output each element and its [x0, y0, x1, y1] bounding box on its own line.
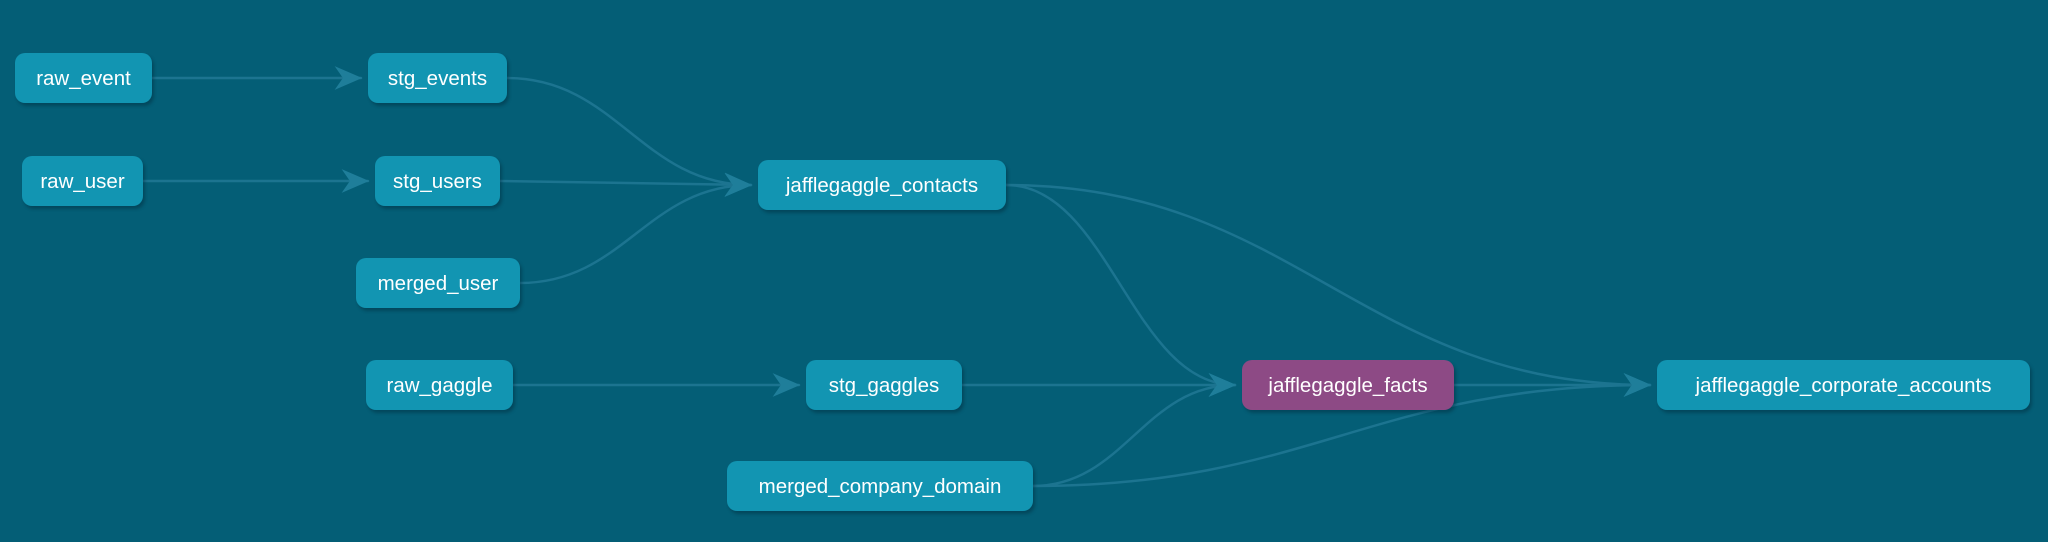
node-label: stg_events [388, 67, 487, 90]
node-label: raw_user [40, 170, 124, 193]
node-box[interactable] [1242, 360, 1454, 410]
node-box[interactable] [22, 156, 143, 206]
node-box[interactable] [1657, 360, 2030, 410]
node-raw_user[interactable]: raw_user [22, 156, 143, 206]
node-stg_users[interactable]: stg_users [375, 156, 500, 206]
node-jafflegaggle_corporate_accounts[interactable]: jafflegaggle_corporate_accounts [1657, 360, 2030, 410]
node-label: stg_gaggles [829, 374, 940, 397]
node-box[interactable] [758, 160, 1006, 210]
node-raw_gaggle[interactable]: raw_gaggle [366, 360, 513, 410]
edge-merged_user-to-jafflegaggle_contacts [518, 173, 753, 285]
node-stg_events[interactable]: stg_events [368, 53, 507, 103]
edge-stg_users-to-jafflegaggle_contacts [498, 172, 753, 197]
node-label: stg_users [393, 170, 482, 193]
edge-jafflegaggle_contacts-to-jafflegaggle_corporate_accounts [1004, 183, 1652, 397]
edge-merged_company_domain-to-jafflegaggle_facts [1031, 373, 1237, 488]
node-label: jafflegaggle_facts [1267, 374, 1427, 397]
node-box[interactable] [727, 461, 1033, 511]
node-merged_user[interactable]: merged_user [356, 258, 520, 308]
edge-stg_events-to-jafflegaggle_contacts [505, 76, 753, 197]
node-raw_event[interactable]: raw_event [15, 53, 152, 103]
node-box[interactable] [356, 258, 520, 308]
node-label: jafflegaggle_contacts [785, 174, 978, 197]
edge-merged_company_domain-to-jafflegaggle_corporate_accounts [1031, 373, 1652, 488]
node-stg_gaggles[interactable]: stg_gaggles [806, 360, 962, 410]
node-box[interactable] [15, 53, 152, 103]
node-jafflegaggle_contacts[interactable]: jafflegaggle_contacts [758, 160, 1006, 210]
nodes-layer: raw_event stg_events raw_user stg_usersmerg… [15, 53, 2030, 511]
node-box[interactable] [806, 360, 962, 410]
edge-jafflegaggle_contacts-to-jafflegaggle_facts [1004, 183, 1237, 397]
node-label: raw_event [36, 67, 131, 90]
node-label: jafflegaggle_corporate_accounts [1695, 374, 1992, 397]
node-jafflegaggle_facts[interactable]: jafflegaggle_facts [1242, 360, 1454, 410]
node-label: merged_company_domain [759, 475, 1002, 498]
node-box[interactable] [366, 360, 513, 410]
edges-layer [141, 66, 1652, 488]
node-box[interactable] [375, 156, 500, 206]
node-box[interactable] [368, 53, 507, 103]
node-label: merged_user [378, 272, 499, 295]
node-label: raw_gaggle [387, 374, 493, 397]
node-merged_company_domain[interactable]: merged_company_domain [727, 461, 1033, 511]
